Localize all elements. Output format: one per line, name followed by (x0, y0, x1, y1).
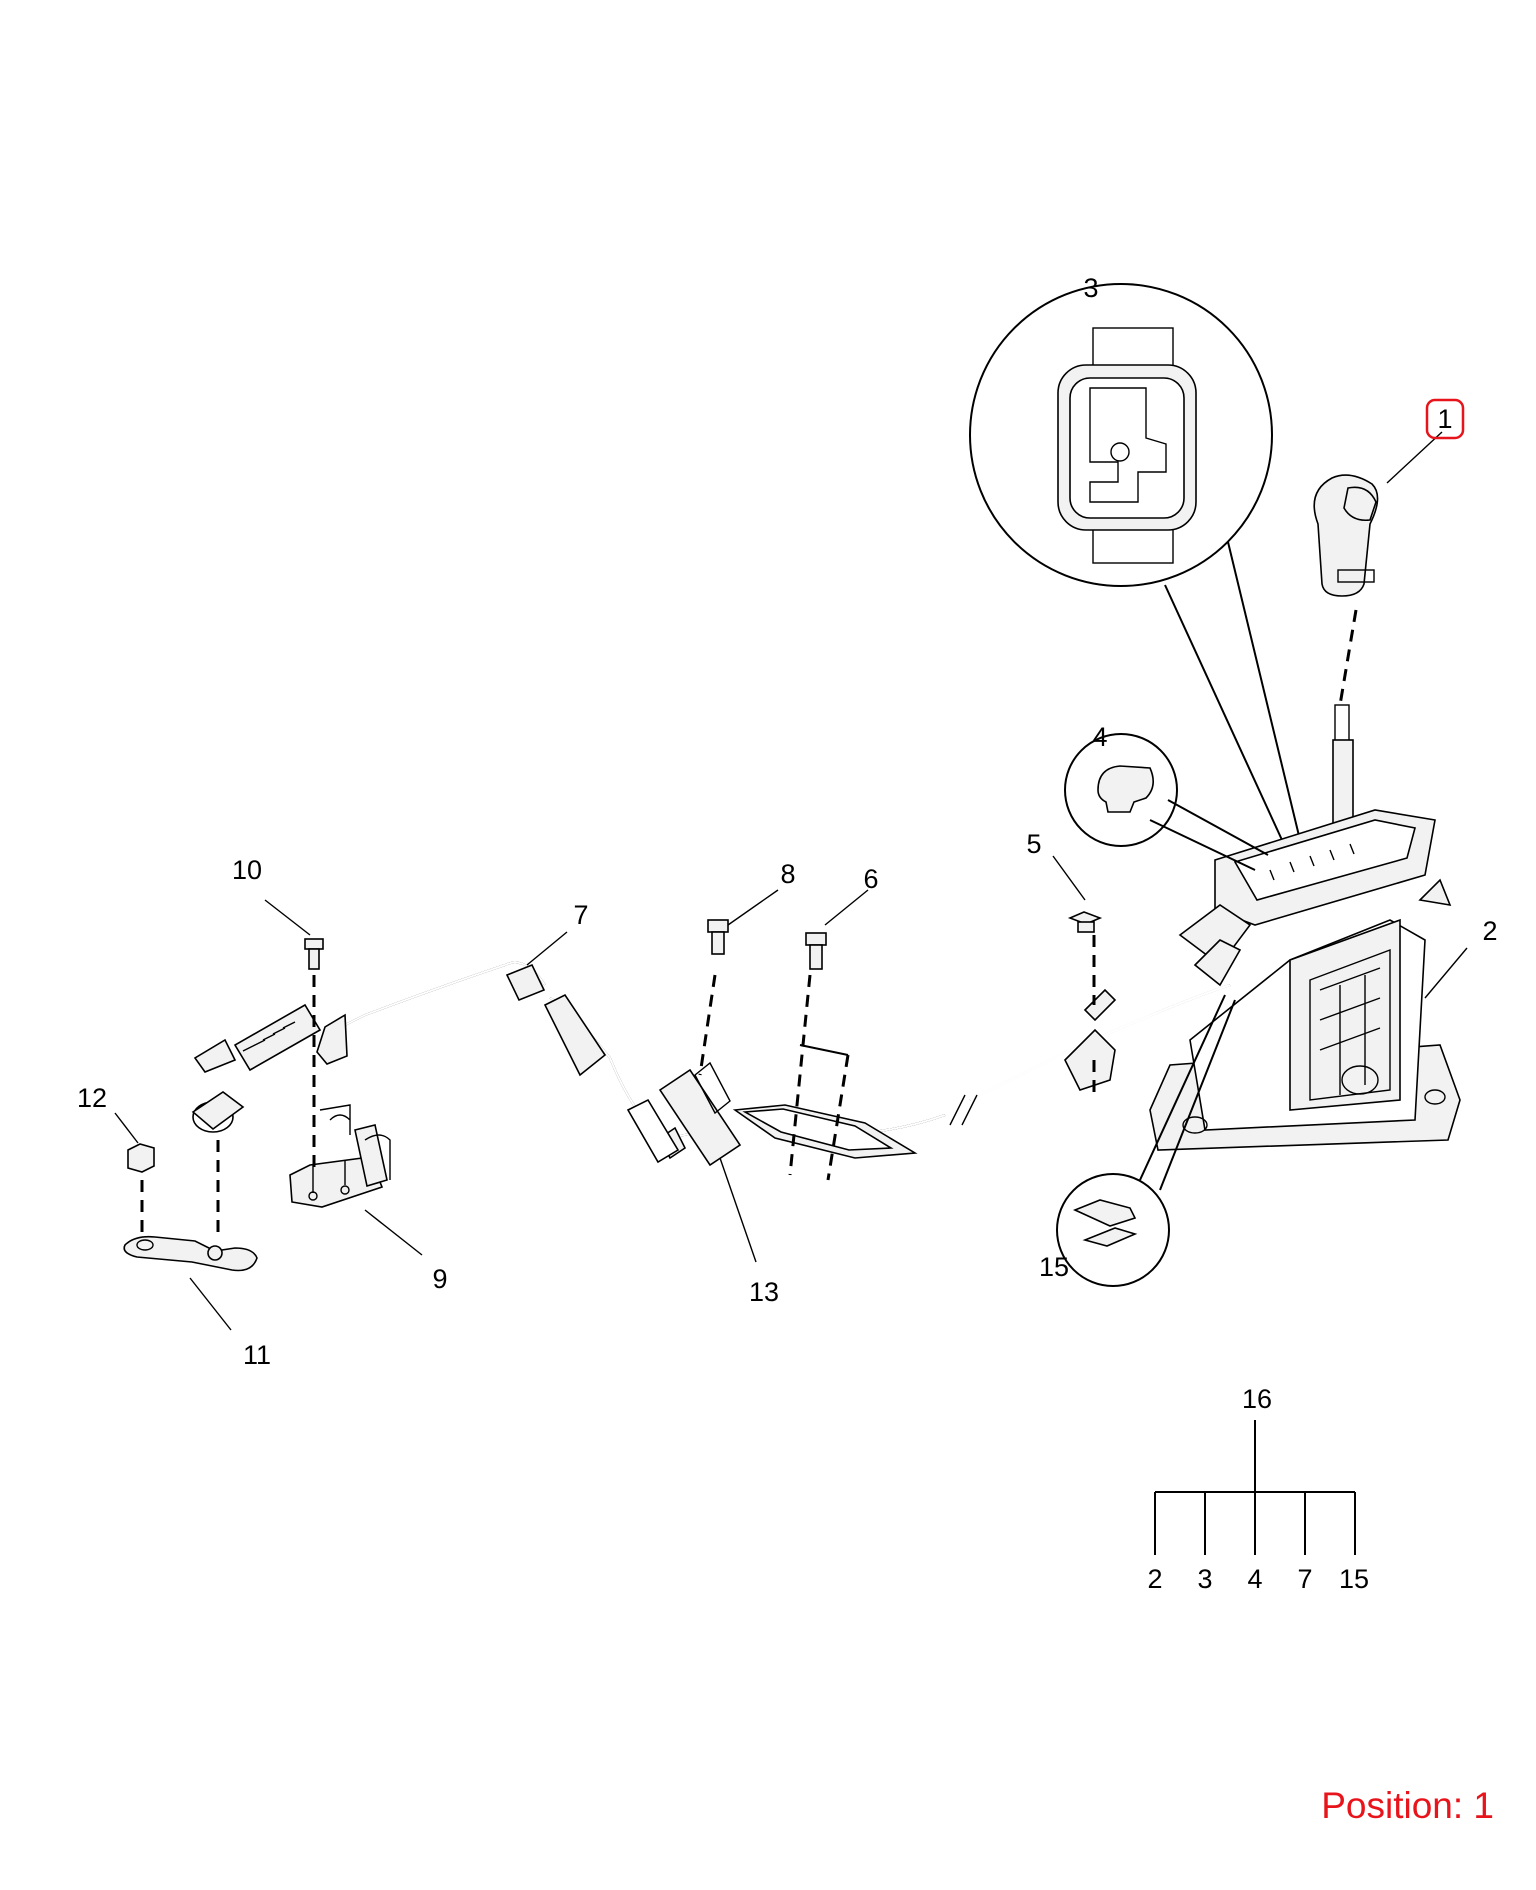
kit-tree: 2 3 4 7 15 (1147, 1420, 1369, 1594)
detail-bubble-4 (1064, 733, 1269, 871)
callout-6[interactable]: 6 (863, 864, 878, 894)
callout-1[interactable]: 1 (1437, 404, 1452, 434)
kit-child-15[interactable]: 15 (1339, 1564, 1369, 1594)
bolt-5 (1067, 911, 1103, 933)
position-highlight-box (1425, 398, 1465, 440)
callout-11[interactable]: 11 (243, 1340, 271, 1370)
shift-cable (191, 961, 1231, 1167)
detail-bubble-15 (1056, 994, 1236, 1287)
callout-8[interactable]: 8 (780, 859, 795, 889)
alignment-lines (140, 935, 1096, 1240)
callout-13[interactable]: 13 (749, 1277, 779, 1307)
shift-lever (123, 1235, 258, 1272)
shifter-assembly (1089, 809, 1461, 1151)
kit-child-4[interactable]: 4 (1247, 1564, 1262, 1594)
bolt-6 (805, 932, 827, 970)
kit-child-7[interactable]: 7 (1297, 1564, 1312, 1594)
position-indicator: Position: 1 (1321, 1785, 1494, 1826)
bolt-10 (304, 938, 324, 970)
callout-4[interactable]: 4 (1092, 722, 1107, 752)
leader-lines (114, 431, 1468, 1331)
callout-2[interactable]: 2 (1482, 916, 1497, 946)
kit-child-2[interactable]: 2 (1147, 1564, 1162, 1594)
callout-15[interactable]: 15 (1039, 1252, 1069, 1282)
kit-child-3[interactable]: 3 (1197, 1564, 1212, 1594)
callout-3[interactable]: 3 (1083, 273, 1098, 303)
bolt-8 (707, 919, 729, 955)
callout-12[interactable]: 12 (77, 1083, 107, 1113)
detail-bubble-3 (969, 283, 1301, 841)
nut (127, 1143, 155, 1173)
shift-knob (1313, 474, 1379, 861)
callout-labels: 1 2 3 4 5 6 7 8 9 10 11 12 13 15 16 (77, 273, 1498, 1414)
callout-10[interactable]: 10 (232, 855, 262, 885)
callout-7[interactable]: 7 (573, 900, 588, 930)
callout-16[interactable]: 16 (1242, 1384, 1272, 1414)
cable-bracket (289, 1124, 391, 1208)
callout-9[interactable]: 9 (432, 1264, 447, 1294)
callout-5[interactable]: 5 (1026, 829, 1041, 859)
